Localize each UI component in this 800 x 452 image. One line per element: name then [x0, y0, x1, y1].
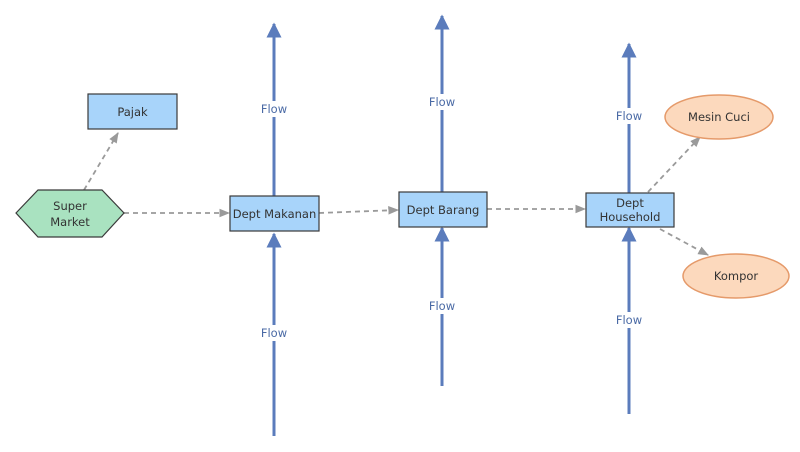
node-supermarket-line2: Market [50, 215, 90, 229]
flow-label-barang-top: Flow [429, 95, 455, 109]
flow-label-household-top: Flow [616, 109, 642, 123]
node-dept-household-line1: Dept [616, 196, 644, 210]
connector-makanan-barang [318, 206, 400, 215]
flow-label-makanan-top: Flow [261, 102, 287, 116]
node-dept-household-line2: Household [600, 210, 661, 224]
node-dept-household[interactable]: Dept Household [585, 192, 675, 228]
connector-supermarket-pajak [83, 132, 119, 191]
node-kompor-label: Kompor [714, 269, 759, 283]
node-dept-makanan-label: Dept Makanan [233, 207, 317, 221]
node-dept-barang[interactable]: Dept Barang [398, 191, 488, 228]
node-mesin-cuci-label: Mesin Cuci [688, 110, 750, 124]
node-kompor[interactable]: Kompor [682, 253, 790, 299]
node-pajak-label: Pajak [117, 105, 148, 119]
connector-household-mesincuci [647, 136, 701, 193]
node-supermarket[interactable]: Super Market [15, 189, 125, 238]
node-supermarket-line1: Super [53, 199, 87, 213]
connector-household-kompor [659, 228, 709, 256]
node-mesin-cuci[interactable]: Mesin Cuci [664, 94, 774, 140]
node-pajak[interactable]: Pajak [87, 93, 178, 130]
flow-label-makanan-bottom: Flow [261, 326, 287, 340]
node-dept-barang-label: Dept Barang [407, 203, 480, 217]
flow-label-household-bottom: Flow [616, 313, 642, 327]
node-dept-makanan[interactable]: Dept Makanan [229, 195, 320, 232]
flow-label-barang-bottom: Flow [429, 299, 455, 313]
